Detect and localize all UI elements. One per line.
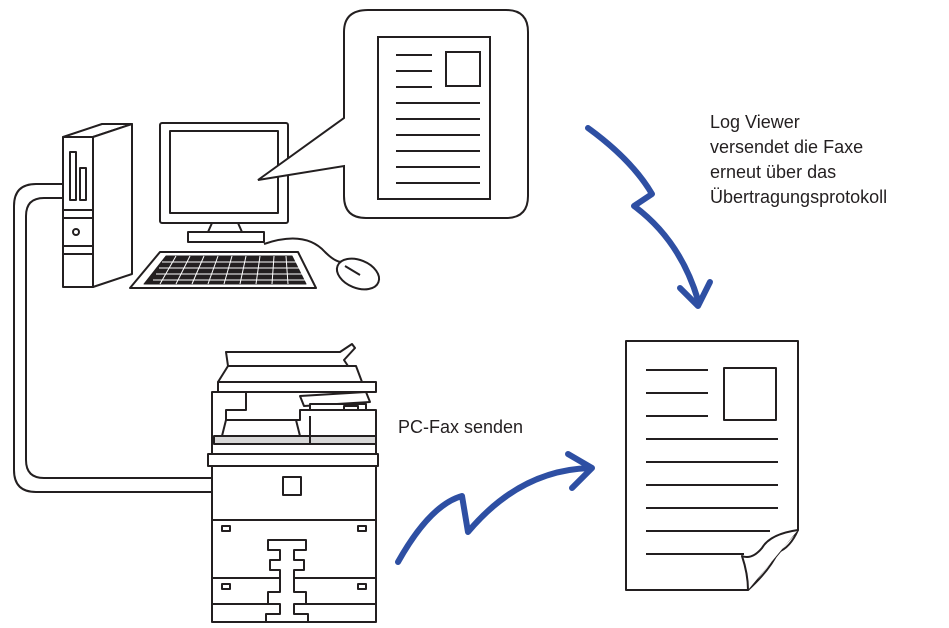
resend-arrow xyxy=(585,125,713,309)
desktop-computer-icon xyxy=(62,122,381,291)
caption-line: erneut über das xyxy=(710,162,837,182)
caption-line: versendet die Faxe xyxy=(710,137,864,157)
keyboard xyxy=(129,251,317,289)
bubble-document xyxy=(377,36,491,200)
multifunction-printer-icon xyxy=(207,343,379,623)
network-cable xyxy=(13,183,212,493)
log-viewer-caption: Log Viewer versendet die Faxe erneut übe… xyxy=(710,110,887,210)
caption-line: Log Viewer xyxy=(710,112,800,132)
send-arrow xyxy=(395,451,595,565)
tower-case xyxy=(62,123,133,288)
pc-fax-caption: PC-Fax senden xyxy=(398,417,524,437)
document-speech-bubble-icon xyxy=(257,9,529,219)
monitor xyxy=(159,122,289,243)
received-fax-document-icon xyxy=(625,340,799,591)
mouse xyxy=(263,237,381,291)
caption-line: Übertragungsprotokoll xyxy=(710,187,888,207)
